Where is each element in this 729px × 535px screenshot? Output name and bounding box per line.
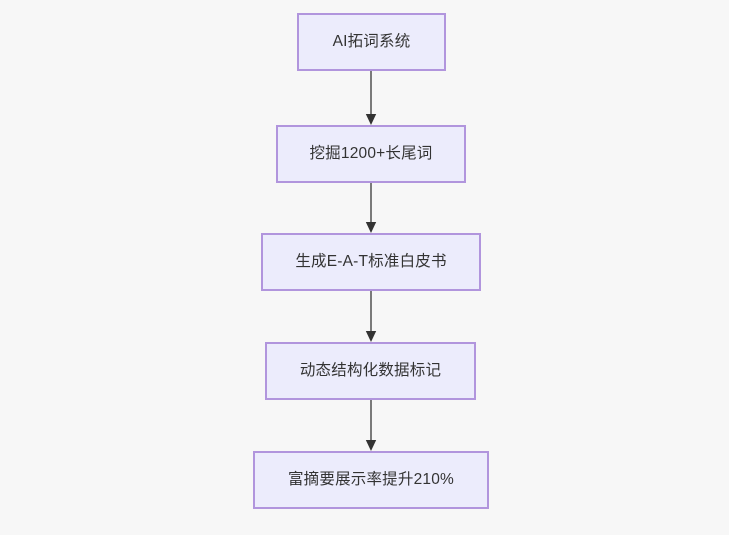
flow-node-mine-longtail-keywords[interactable]: 挖掘1200+长尾词 [276,125,466,183]
flow-node-label: 富摘要展示率提升210% [287,471,455,489]
connector-node3-to-node4 [364,291,378,342]
connector-node4-to-node5 [364,400,378,451]
flow-node-dynamic-structured-data-markup[interactable]: 动态结构化数据标记 [265,342,476,400]
flow-node-label: 动态结构化数据标记 [299,362,442,380]
flow-node-label: AI拓词系统 [332,33,411,51]
connector-node1-to-node2 [364,71,378,125]
flow-node-label: 挖掘1200+长尾词 [309,145,433,163]
connector-node2-to-node3 [364,183,378,233]
flow-node-label: 生成E-A-T标准白皮书 [295,253,447,271]
flow-node-generate-eat-whitepaper[interactable]: 生成E-A-T标准白皮书 [261,233,481,291]
flow-node-rich-snippet-rate-increase[interactable]: 富摘要展示率提升210% [253,451,489,509]
flow-node-ai-keyword-system[interactable]: AI拓词系统 [297,13,446,71]
